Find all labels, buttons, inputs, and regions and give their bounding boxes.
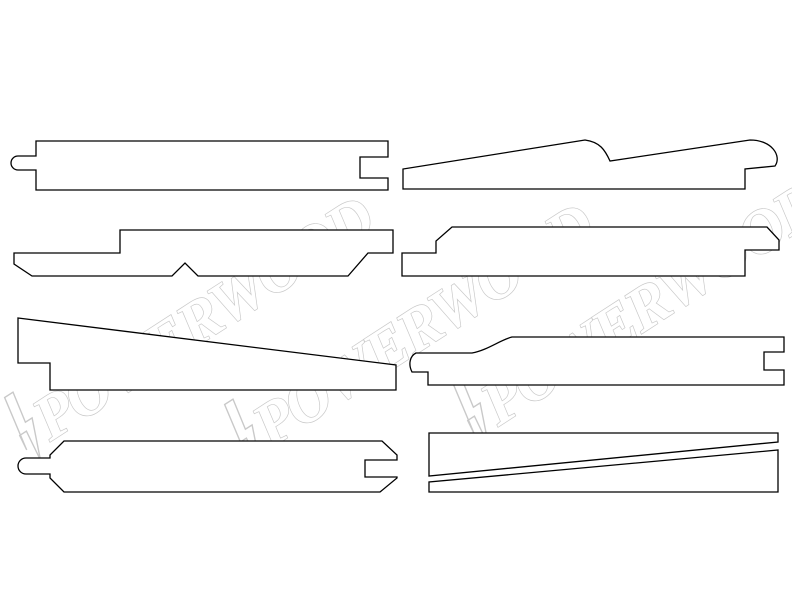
lightning-bolt-icon [3, 391, 42, 461]
profile-tongue-groove-round [10, 140, 389, 191]
profile-tongue-groove-chamfered [17, 440, 398, 493]
profile-split-wedge-bottom [428, 449, 779, 493]
profile-curved-shoulder-groove [409, 336, 785, 386]
profile-chamfered-lip [401, 226, 780, 277]
profile-stepped-v-notch [13, 229, 394, 277]
profile-tapered-bevel [17, 317, 397, 391]
profile-bevel-bead-siding [402, 139, 778, 190]
profile-split-wedge-top [428, 432, 779, 477]
